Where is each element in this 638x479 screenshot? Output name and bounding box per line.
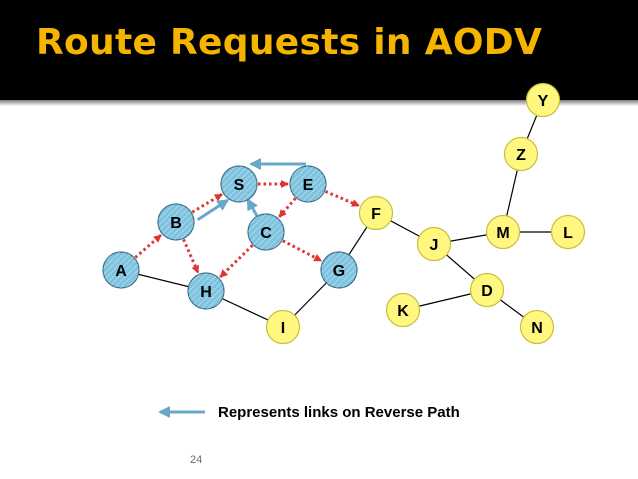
node-label: D <box>481 283 493 300</box>
node-label: M <box>496 225 509 242</box>
rreq-arrow-b-s <box>191 193 223 214</box>
legend-text: Represents links on Reverse Path <box>218 404 460 421</box>
node-texture <box>321 252 357 288</box>
node-a: A <box>102 251 140 289</box>
title-bar: Route Requests in AODV <box>0 0 638 106</box>
node-circle <box>416 226 452 262</box>
node-circle <box>385 292 421 328</box>
node-s: S <box>220 165 258 203</box>
node-label: Z <box>516 147 526 164</box>
node-label: S <box>234 177 245 194</box>
node-label: I <box>281 320 285 337</box>
node-texture <box>221 166 257 202</box>
node-label: Y <box>538 93 549 110</box>
node-label: N <box>531 320 543 337</box>
node-i: I <box>265 309 301 345</box>
node-circle <box>550 214 586 250</box>
node-b: B <box>157 203 195 241</box>
node-label: K <box>397 303 409 320</box>
node-label: H <box>200 284 212 301</box>
node-label: L <box>563 225 573 242</box>
node-y: Y <box>525 82 561 118</box>
node-j: J <box>416 226 452 262</box>
node-label: J <box>430 237 439 254</box>
node-texture <box>158 204 194 240</box>
reverse-path-arrows <box>196 158 306 221</box>
node-circle <box>525 82 561 118</box>
node-texture <box>290 166 326 202</box>
node-n: N <box>519 309 555 345</box>
rreq-arrow-e-f <box>324 190 360 208</box>
reverse-arrow-b-s <box>196 199 230 221</box>
node-texture <box>248 214 284 250</box>
node-label: F <box>371 206 381 223</box>
node-label: E <box>303 177 314 194</box>
rreq-arrow-c-g <box>282 239 323 263</box>
rreq-arrow-b-h <box>182 238 200 274</box>
node-circle <box>358 195 394 231</box>
node-circle <box>519 309 555 345</box>
node-label: B <box>170 215 182 232</box>
node-e: E <box>289 165 327 203</box>
node-d: D <box>469 272 505 308</box>
node-texture <box>188 273 224 309</box>
route-request-arrows <box>134 180 360 279</box>
node-h: H <box>187 272 225 310</box>
nodes-layer: A B S E C H G F I J K M L D N Z Y <box>102 82 586 345</box>
node-m: M <box>485 214 521 250</box>
node-l: L <box>550 214 586 250</box>
node-c: C <box>247 213 285 251</box>
node-circle <box>469 272 505 308</box>
reverse-arrow-c-s <box>246 197 259 218</box>
page-number: 24 <box>190 454 203 466</box>
node-circle <box>503 136 539 172</box>
slide-title: Route Requests in AODV <box>36 22 543 63</box>
rreq-arrow-a-b <box>134 234 162 259</box>
node-label: G <box>333 263 345 280</box>
rreq-arrow-e-c <box>278 197 297 218</box>
node-k: K <box>385 292 421 328</box>
node-label: A <box>115 263 127 280</box>
node-f: F <box>358 195 394 231</box>
node-circle <box>265 309 301 345</box>
node-texture <box>103 252 139 288</box>
node-circle <box>485 214 521 250</box>
node-label: C <box>260 225 272 242</box>
node-g: G <box>320 251 358 289</box>
rreq-arrow-c-h <box>219 244 254 279</box>
node-z: Z <box>503 136 539 172</box>
